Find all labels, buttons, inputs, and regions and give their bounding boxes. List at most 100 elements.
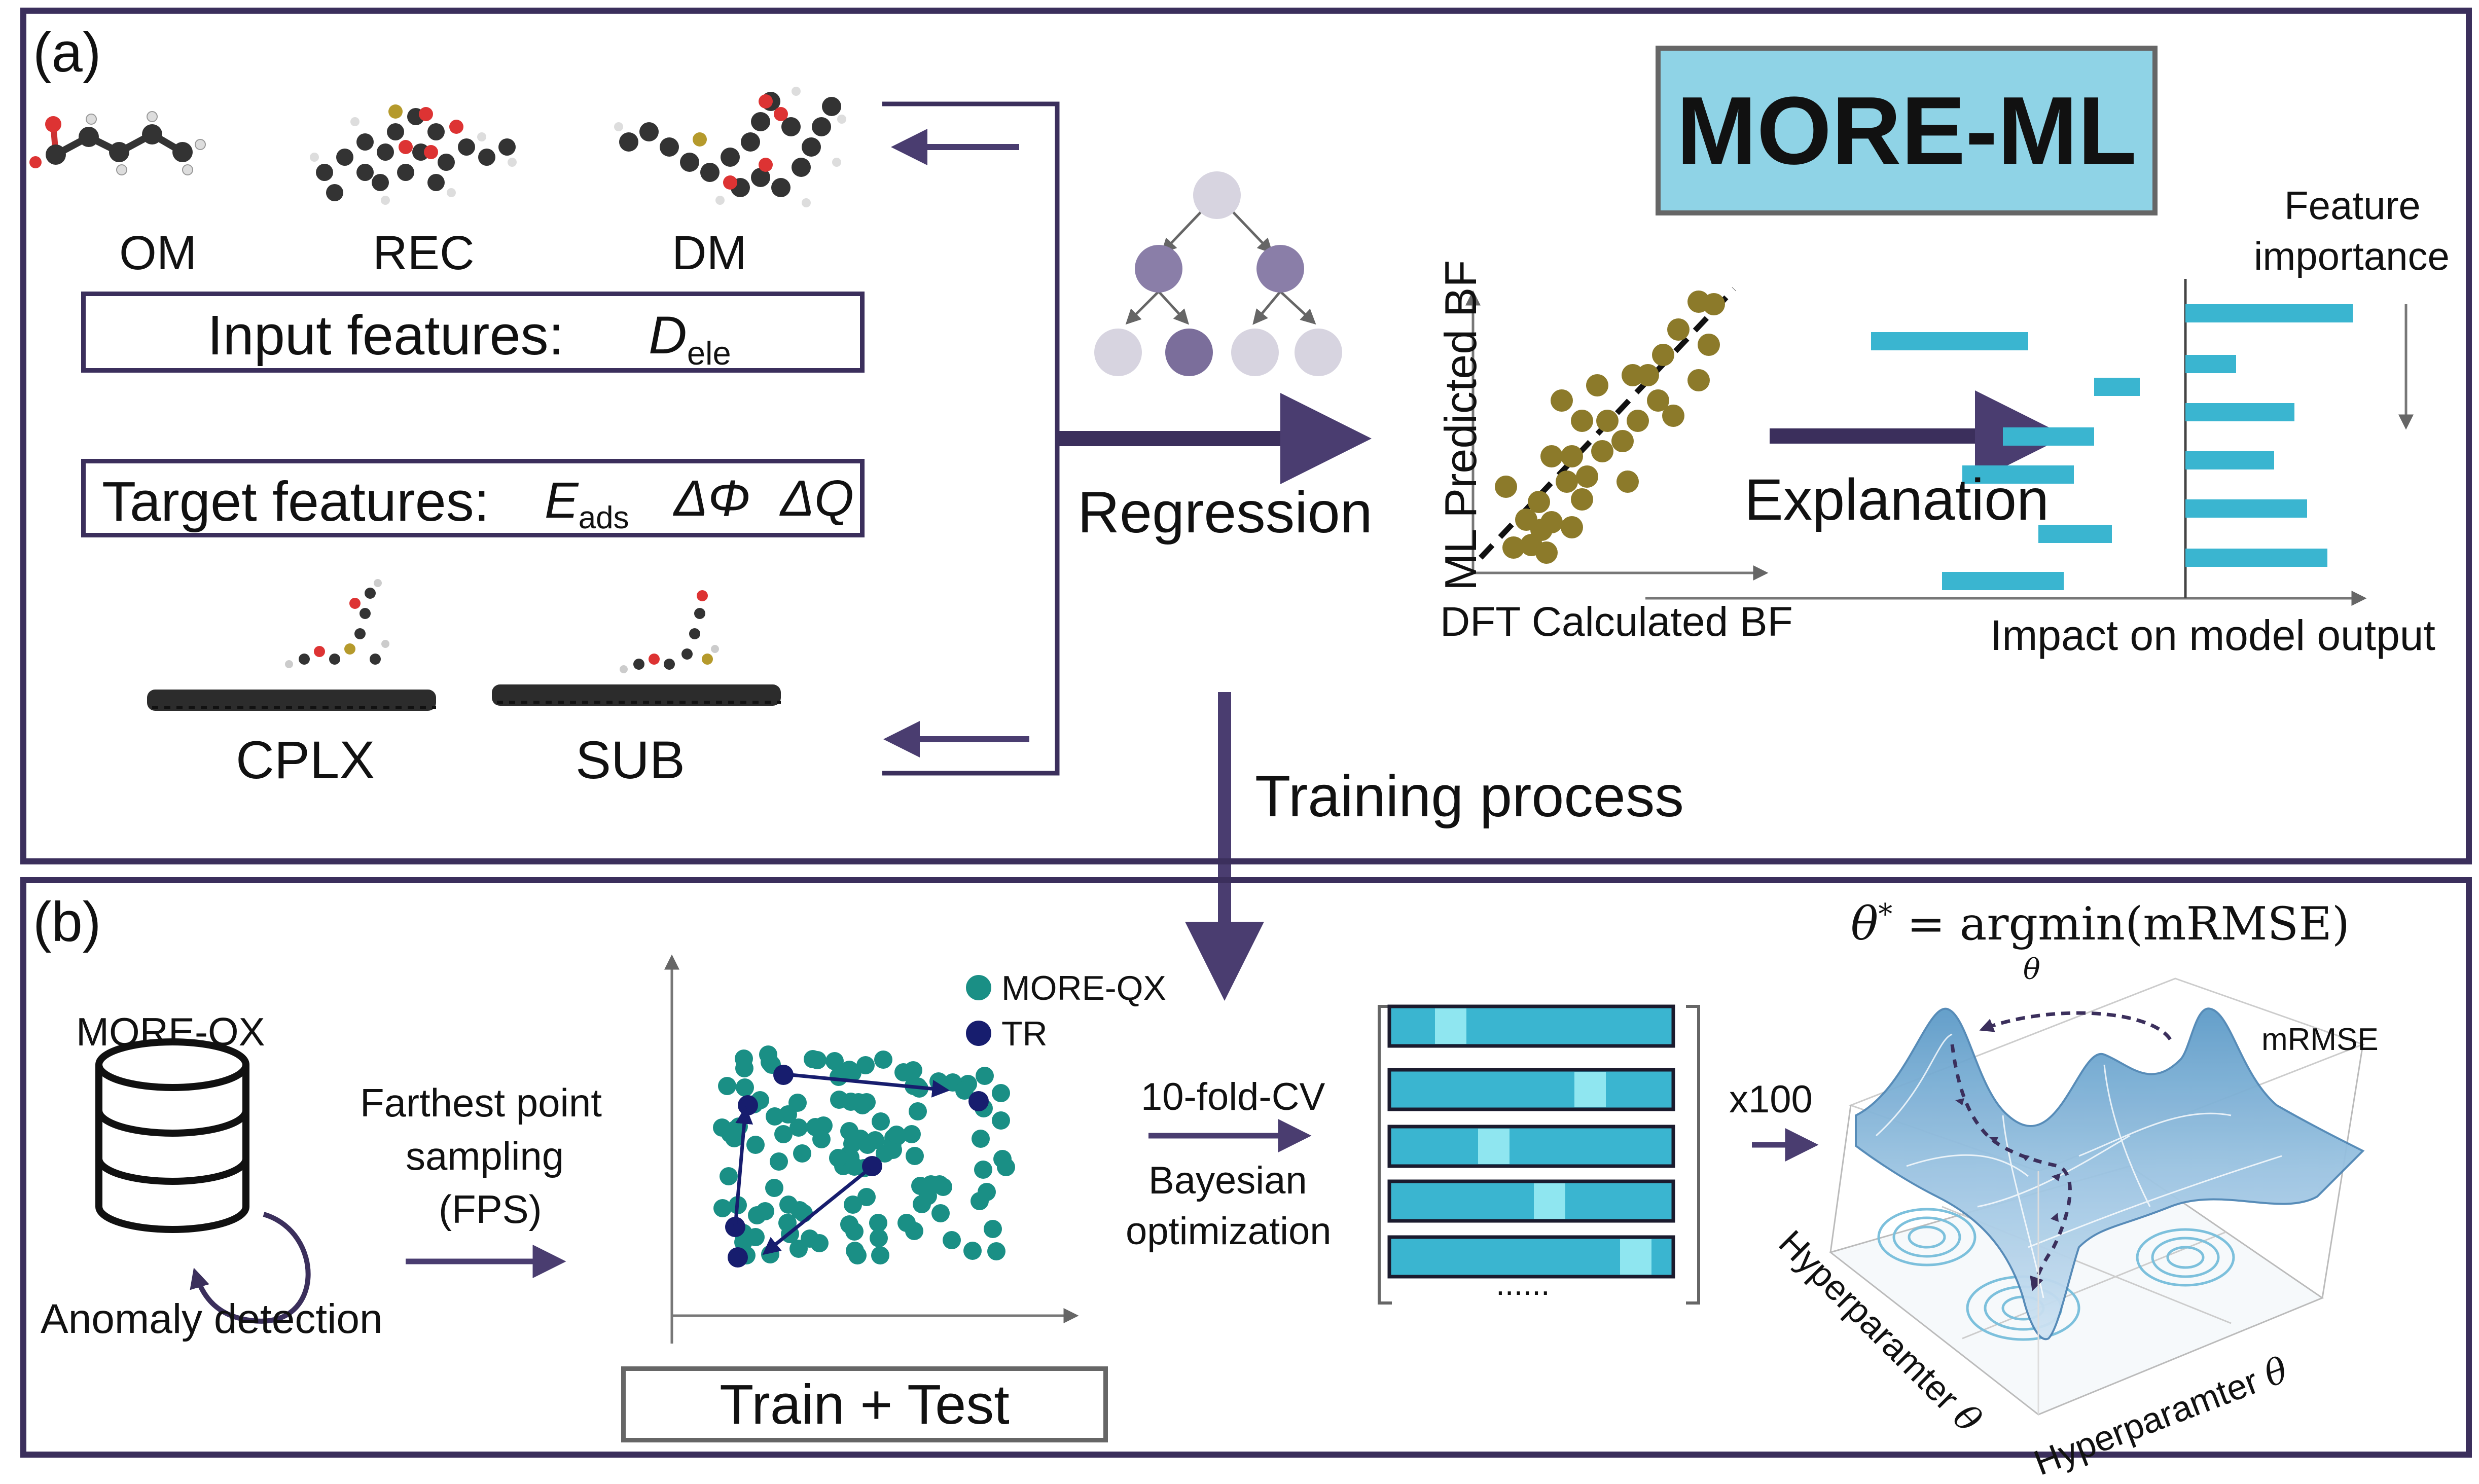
fps-point xyxy=(789,1118,808,1137)
legend-label-moreqx: MORE-QX xyxy=(1001,969,1166,1007)
fps-point xyxy=(943,1231,961,1249)
fps-point xyxy=(894,1063,913,1081)
fps-point xyxy=(736,1078,754,1097)
fps-point xyxy=(874,1051,892,1069)
complex-label-sub: SUB xyxy=(576,731,685,790)
shap-bar xyxy=(2185,355,2236,373)
fps-label-line1: Farthest point xyxy=(360,1080,602,1125)
fps-point xyxy=(812,1130,831,1148)
training-process-label: Training process xyxy=(1255,764,1684,829)
cv-fold xyxy=(1387,1179,1675,1223)
parity-point xyxy=(1571,488,1593,511)
repeat-label: x100 xyxy=(1729,1078,1813,1121)
parity-point xyxy=(1647,389,1669,412)
optimum-formula: θ* = argmin(mRMSE) xyxy=(1851,897,2350,951)
cv-fold xyxy=(1387,1068,1675,1111)
fps-point xyxy=(922,1175,940,1193)
fps-label-line2: sampling xyxy=(406,1134,564,1178)
database-label: MORE-QX xyxy=(76,1009,265,1054)
parity-point xyxy=(1540,445,1563,467)
loss-surface xyxy=(1828,978,2365,1416)
input-features-label: Input features: xyxy=(207,304,564,367)
fps-point xyxy=(903,1125,921,1143)
parity-point xyxy=(1561,516,1583,538)
cv-fold xyxy=(1387,1125,1675,1168)
database-icon xyxy=(95,1038,249,1233)
fps-point xyxy=(713,1199,732,1217)
fps-point xyxy=(844,1196,862,1214)
shap-bar xyxy=(2003,427,2094,446)
fps-point xyxy=(845,1222,864,1241)
fps-point xyxy=(830,1091,848,1109)
parity-point xyxy=(1698,334,1720,356)
title-text: MORE-ML xyxy=(1676,77,2137,185)
parity-point xyxy=(1502,536,1525,559)
shap-bar xyxy=(2185,499,2307,518)
molecule-rec xyxy=(310,104,517,205)
fps-point xyxy=(972,1130,990,1148)
parity-point xyxy=(1611,430,1634,452)
cv-folds xyxy=(1387,1004,1675,1279)
panel-b-frame xyxy=(20,877,2472,1458)
fps-point xyxy=(976,1067,994,1085)
parity-point xyxy=(1627,410,1649,432)
fps-point xyxy=(774,1125,793,1143)
shap-bar xyxy=(2185,451,2274,469)
anomaly-label: Anomaly detection xyxy=(41,1296,383,1342)
fps-point xyxy=(993,1150,1012,1168)
input-features-symbol: Dele xyxy=(649,306,731,372)
fps-point xyxy=(825,1052,844,1070)
train-test-label: Train + Test xyxy=(720,1373,1010,1436)
shap-bar xyxy=(1962,465,2074,484)
parity-plot xyxy=(1465,287,1769,581)
molecule-om xyxy=(29,111,206,175)
panel-a-frame xyxy=(20,8,2472,864)
explanation-label: Explanation xyxy=(1744,467,2049,532)
fps-point xyxy=(884,1141,902,1159)
fps-selected-point xyxy=(968,1091,989,1111)
fps-point xyxy=(955,1081,974,1100)
molecule-label-rec: REC xyxy=(373,226,475,280)
parity-xlabel: DFT Calculated BF xyxy=(1440,599,1793,645)
fps-point xyxy=(840,1061,858,1079)
molecule-label-om: OM xyxy=(119,226,197,280)
fps-point xyxy=(869,1214,887,1232)
fps-point xyxy=(858,1136,877,1154)
fps-point xyxy=(801,1229,819,1248)
decision-tree xyxy=(1094,171,1342,376)
fps-point xyxy=(770,1152,788,1171)
fps-point xyxy=(992,1111,1010,1130)
fps-point xyxy=(906,1147,924,1165)
parity-point xyxy=(1540,511,1563,533)
fps-point xyxy=(872,1112,890,1131)
fps-selected-point xyxy=(728,1247,748,1268)
target-features-label: Target features: xyxy=(102,470,490,533)
shap-plot xyxy=(1645,279,2414,606)
parity-point xyxy=(1662,405,1684,427)
shap-bar xyxy=(2185,549,2327,567)
fps-point xyxy=(857,1188,876,1206)
bayes-label-line2: optimization xyxy=(1126,1210,1332,1253)
fps-point xyxy=(848,1246,867,1264)
shap-xlabel: Impact on model output xyxy=(1990,611,2435,659)
fps-point xyxy=(987,1242,1005,1260)
cv-fold-validation xyxy=(1574,1072,1606,1107)
legend-dot-tr xyxy=(966,1021,991,1046)
shap-bar xyxy=(2038,525,2112,543)
parity-point xyxy=(1687,291,1710,313)
parity-point xyxy=(1535,541,1558,564)
parity-point xyxy=(1576,465,1598,488)
target-features-box: Target features: Eads ΔΦ ΔQ xyxy=(81,459,865,537)
input-features-box: Input features: Dele xyxy=(81,292,865,373)
fps-point xyxy=(808,1051,827,1069)
bayes-label-line1: Bayesian xyxy=(1148,1159,1307,1202)
fps-point xyxy=(746,1228,765,1246)
shap-bar xyxy=(1871,332,2028,350)
fps-point xyxy=(931,1204,950,1222)
fps-point xyxy=(856,1056,875,1074)
parity-point xyxy=(1591,440,1613,462)
title-box: MORE-ML xyxy=(1656,46,2158,215)
fps-point xyxy=(720,1167,738,1185)
